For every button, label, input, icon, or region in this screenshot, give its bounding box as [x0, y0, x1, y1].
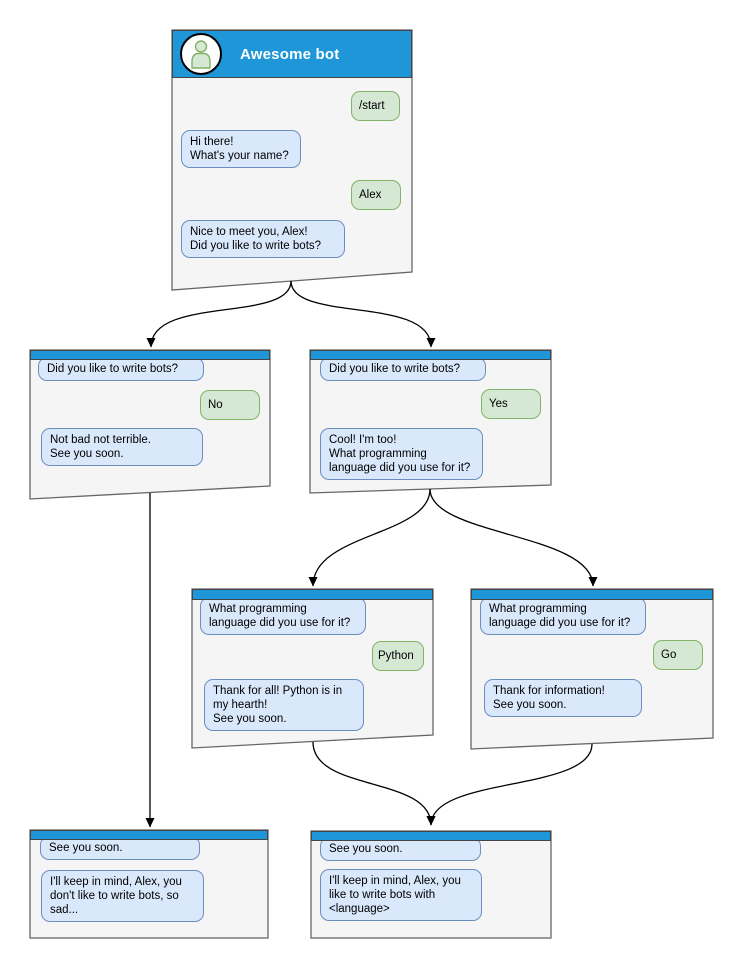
chat-window-header-branch-no	[30, 350, 270, 360]
connector-main-to-yes	[290, 280, 436, 348]
bot-message-bubble: What programming language did you use fo…	[200, 597, 366, 635]
connector-yes-to-go	[429, 488, 598, 587]
bot-message-bubble: I'll keep in mind, Alex, you don't like …	[41, 870, 204, 922]
bot-message-bubble: Hi there! What's your name?	[181, 130, 301, 168]
chat-window-header-main: Awesome bot	[172, 30, 412, 78]
connector-go-to-end	[426, 743, 593, 826]
chat-window-header-branch-go	[471, 589, 713, 600]
bot-message-bubble: Did you like to write bots?	[320, 357, 486, 381]
chat-window-header-end-no	[30, 830, 268, 840]
window-bodies	[29, 29, 714, 939]
user-message-bubble: /start	[351, 91, 400, 121]
connector-main-to-no	[146, 280, 292, 348]
person-icon	[191, 40, 211, 69]
bot-avatar	[180, 33, 222, 75]
user-message-bubble: Go	[653, 640, 703, 670]
bot-message-bubble: What programming language did you use fo…	[480, 597, 646, 635]
connector-python-to-end	[312, 741, 436, 826]
chat-window-header-end-yes	[311, 831, 551, 841]
bot-message-bubble: Not bad not terrible. See you soon.	[41, 428, 203, 466]
bot-message-bubble: Did you like to write bots?	[38, 357, 204, 381]
bot-message-bubble: See you soon.	[320, 837, 481, 861]
bot-message-bubble: Thank for information! See you soon.	[484, 679, 642, 717]
bot-message-bubble: Cool! I'm too! What programming language…	[320, 428, 483, 480]
user-message-bubble: No	[200, 390, 260, 420]
bot-message-bubble: Thank for all! Python is in my hearth! S…	[204, 679, 364, 731]
window-title: Awesome bot	[240, 45, 340, 63]
user-message-bubble: Alex	[351, 180, 401, 210]
chat-window-header-branch-python	[192, 589, 433, 600]
connector-yes-to-python	[308, 488, 431, 587]
connectors	[145, 280, 598, 828]
chat-window-header-branch-yes	[310, 350, 551, 360]
bot-message-bubble: I'll keep in mind, Alex, you like to wri…	[320, 869, 482, 921]
bot-message-bubble: Nice to meet you, Alex! Did you like to …	[181, 220, 345, 258]
user-message-bubble: Python	[372, 641, 424, 671]
user-message-bubble: Yes	[481, 389, 541, 419]
